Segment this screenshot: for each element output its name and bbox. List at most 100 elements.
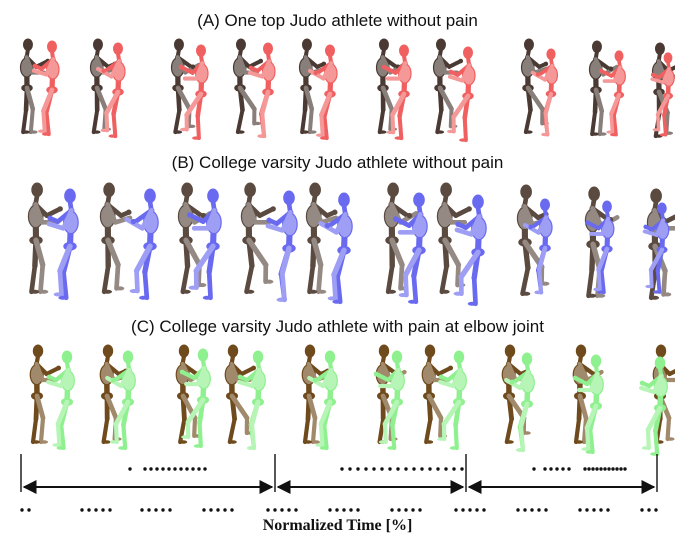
timeline-dot <box>128 467 132 471</box>
c-athlete-4 <box>237 350 266 451</box>
timeline-dot <box>397 508 401 512</box>
timeline-dot <box>390 508 394 512</box>
timeline-dot <box>154 508 158 512</box>
timeline-dot <box>203 467 207 471</box>
b-opponent-7 <box>436 182 472 295</box>
timeline-dot <box>155 467 159 471</box>
timeline-dot <box>607 467 611 471</box>
c-opponent-6 <box>375 344 407 445</box>
timeline-dot <box>335 508 339 512</box>
timeline-dot <box>87 508 91 512</box>
timeline-dot <box>555 467 559 471</box>
timeline-dot <box>623 467 627 471</box>
a-athlete-7 <box>447 46 476 143</box>
timeline-dot <box>191 467 195 471</box>
b-opponent-1 <box>27 182 63 295</box>
timeline-dot <box>599 467 603 471</box>
timeline-dot <box>94 508 98 512</box>
a-athlete-4 <box>247 42 276 139</box>
timeline-dot <box>468 508 472 512</box>
timeline-dot <box>567 467 571 471</box>
timeline-dot <box>595 467 599 471</box>
a-opponent-7 <box>432 38 464 135</box>
normalized-time-axis <box>20 454 658 512</box>
timeline-dot <box>161 508 165 512</box>
timeline-dot <box>328 508 332 512</box>
b-athlete-8 <box>522 198 553 295</box>
c-athlete-9 <box>572 354 604 455</box>
timeline-dot <box>532 467 536 471</box>
timeline-dot <box>380 467 384 471</box>
c-athlete-5 <box>307 350 338 451</box>
figure-row-b <box>0 178 675 307</box>
timeline-dot <box>294 508 298 512</box>
timeline-dot <box>436 467 440 471</box>
timeline-dot <box>654 508 658 512</box>
timeline-dot <box>27 508 31 512</box>
timeline-dot <box>428 467 432 471</box>
timeline-dot <box>143 467 147 471</box>
caption-c: (C) College varsity Judo athlete with pa… <box>131 317 544 336</box>
timeline-dot <box>599 508 603 512</box>
a-athlete-6 <box>381 44 412 141</box>
timeline-dot <box>202 508 206 512</box>
timeline-dot <box>585 508 589 512</box>
timeline-dot <box>342 508 346 512</box>
timeline-dot <box>516 508 520 512</box>
timeline-dot <box>197 467 201 471</box>
timeline-dot <box>20 508 24 512</box>
timeline-dot <box>364 467 368 471</box>
timeline-dot <box>179 467 183 471</box>
timeline-dot <box>583 467 587 471</box>
timeline-dot <box>460 467 464 471</box>
timeline-dot <box>537 508 541 512</box>
a-athlete-1 <box>31 40 60 137</box>
x-axis-label: Normalized Time [%] <box>262 517 413 534</box>
timeline-dot <box>230 508 234 512</box>
timeline-dot <box>530 508 534 512</box>
figure-row-c <box>0 340 675 457</box>
c-opponent-2 <box>99 344 129 445</box>
timeline-dot <box>647 508 651 512</box>
b-opponent-5 <box>305 182 339 295</box>
timeline-dot <box>482 508 486 512</box>
timeline-dot <box>168 508 172 512</box>
timeline-dot <box>603 467 607 471</box>
timeline-dot <box>223 508 227 512</box>
timeline-dot <box>418 508 422 512</box>
c-athlete-3 <box>179 348 211 449</box>
b-opponent-4 <box>240 182 276 295</box>
timeline-dot <box>266 508 270 512</box>
c-athlete-6 <box>373 350 405 451</box>
timeline-dot <box>411 508 415 512</box>
timeline-dot <box>140 508 144 512</box>
timeline-dot <box>561 467 565 471</box>
timeline-dot <box>80 508 84 512</box>
timeline-dot <box>420 467 424 471</box>
timeline-dot <box>280 508 284 512</box>
timeline-dot <box>348 467 352 471</box>
timeline-dot <box>147 508 151 512</box>
timeline-dot <box>543 467 547 471</box>
a-athlete-5 <box>308 44 338 141</box>
a-opponent-4 <box>232 38 264 135</box>
timeline-dot <box>587 467 591 471</box>
timeline-dot <box>356 467 360 471</box>
b-athlete-9 <box>585 200 615 295</box>
b-athlete-1 <box>46 188 79 301</box>
a-athlete-10 <box>650 52 675 137</box>
timeline-dot <box>340 467 344 471</box>
timeline-dot <box>619 467 623 471</box>
timeline-dot <box>544 508 548 512</box>
timeline-dot <box>444 467 448 471</box>
timeline-dot <box>216 508 220 512</box>
timeline-dot <box>273 508 277 512</box>
timeline-dot <box>475 508 479 512</box>
c-athlete-1 <box>46 350 75 451</box>
timeline-dot <box>388 467 392 471</box>
timeline-dot <box>356 508 360 512</box>
timeline-dot <box>404 508 408 512</box>
timeline-dot <box>606 508 610 512</box>
a-athlete-3 <box>178 44 209 141</box>
timeline-dot <box>349 508 353 512</box>
